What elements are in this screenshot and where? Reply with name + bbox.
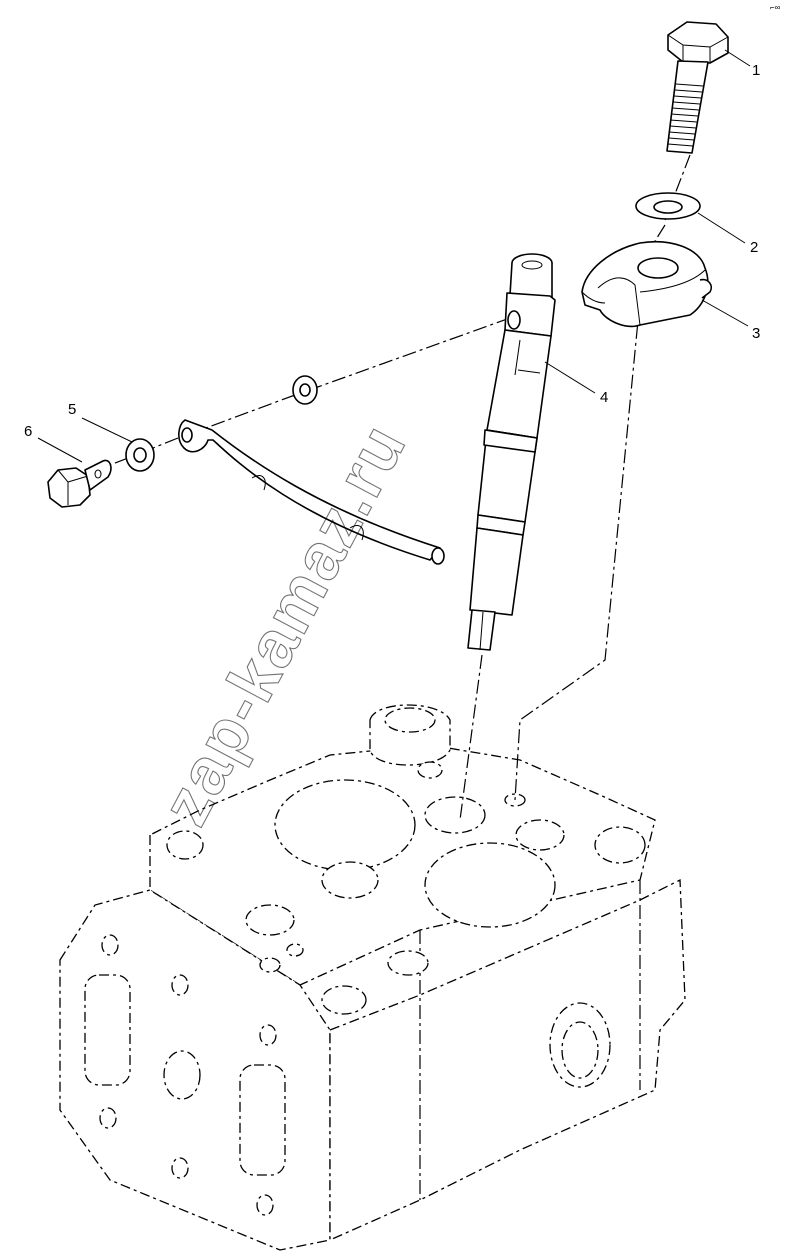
callout-3: 3 (752, 325, 760, 342)
callout-2: 2 (750, 239, 758, 256)
cylinder-head (59, 704, 686, 1251)
callout-6: 6 (24, 423, 32, 440)
washer-part-5 (125, 438, 155, 472)
washer-part-2 (635, 192, 701, 220)
corner-mark: ⌐∞ (770, 3, 781, 12)
callout-4: 4 (600, 389, 608, 406)
callout-5: 5 (68, 401, 76, 418)
fuel-return-line (178, 375, 445, 565)
banjo-bolt-part-6 (47, 459, 112, 508)
clamp-part-3 (581, 240, 713, 328)
injector-part-4 (467, 253, 556, 651)
bolt-part-1 (666, 21, 729, 154)
callout-1: 1 (752, 62, 760, 79)
leader-lines (37, 49, 751, 463)
